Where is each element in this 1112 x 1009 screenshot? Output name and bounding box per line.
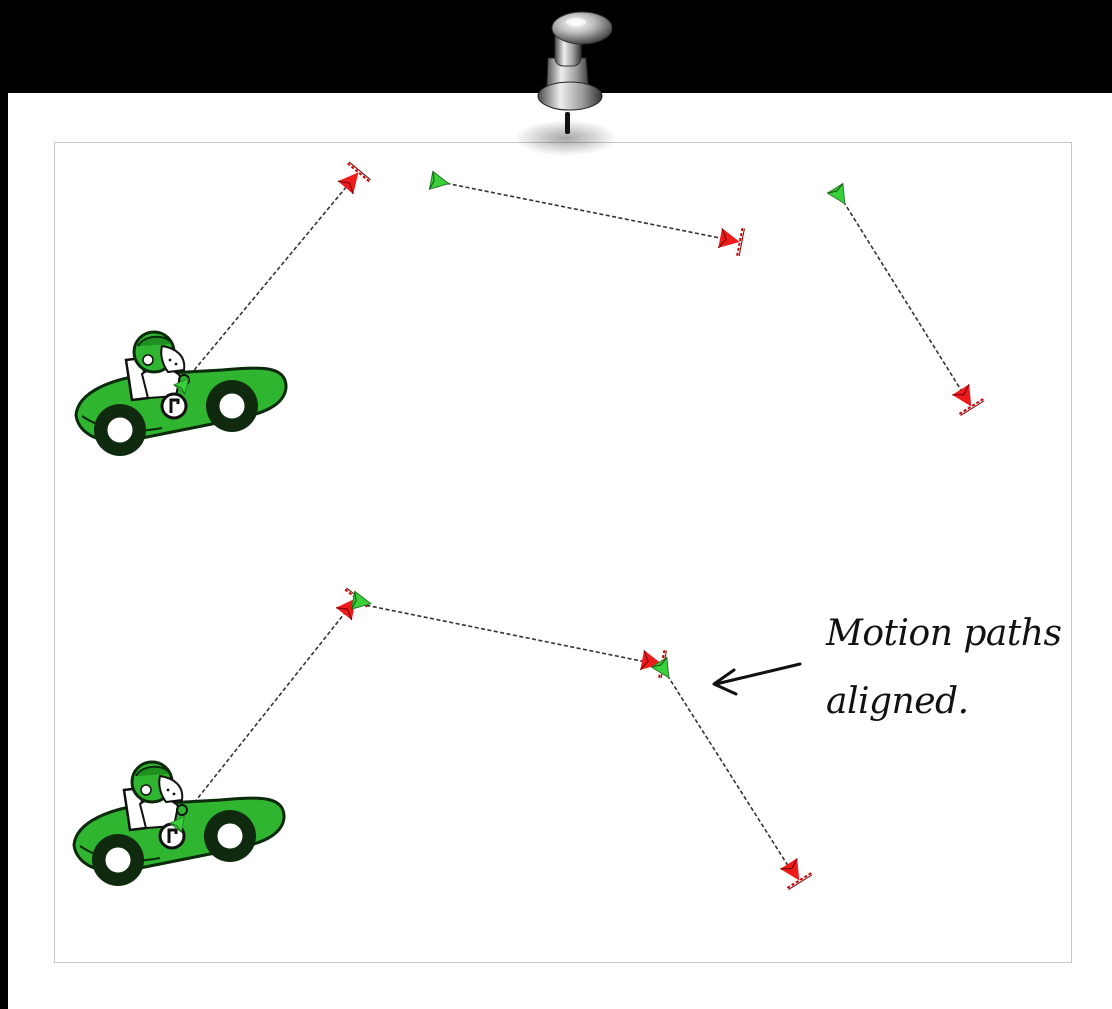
motion-path-top-2 <box>428 170 746 258</box>
start-marker <box>826 182 854 210</box>
motion-path-top-3 <box>826 182 986 417</box>
motion-path-top-1 <box>185 160 372 381</box>
start-marker <box>350 590 374 614</box>
motion-path-bottom-2 <box>350 590 668 680</box>
pushpin-icon <box>514 11 618 156</box>
start-marker <box>428 170 452 194</box>
motion-path-bottom-1 <box>181 586 370 819</box>
end-marker <box>947 381 986 417</box>
motion-path-bottom-3 <box>650 656 814 891</box>
annotation-line-1: Motion paths <box>826 613 1062 654</box>
annotation-line-2: aligned. <box>826 681 969 722</box>
race-car-icon <box>74 330 288 458</box>
end-marker <box>775 855 814 891</box>
annotation-note: Motion paths aligned. <box>826 600 1086 736</box>
end-marker <box>333 160 372 198</box>
arrow-icon <box>712 662 802 696</box>
end-marker <box>716 223 746 258</box>
